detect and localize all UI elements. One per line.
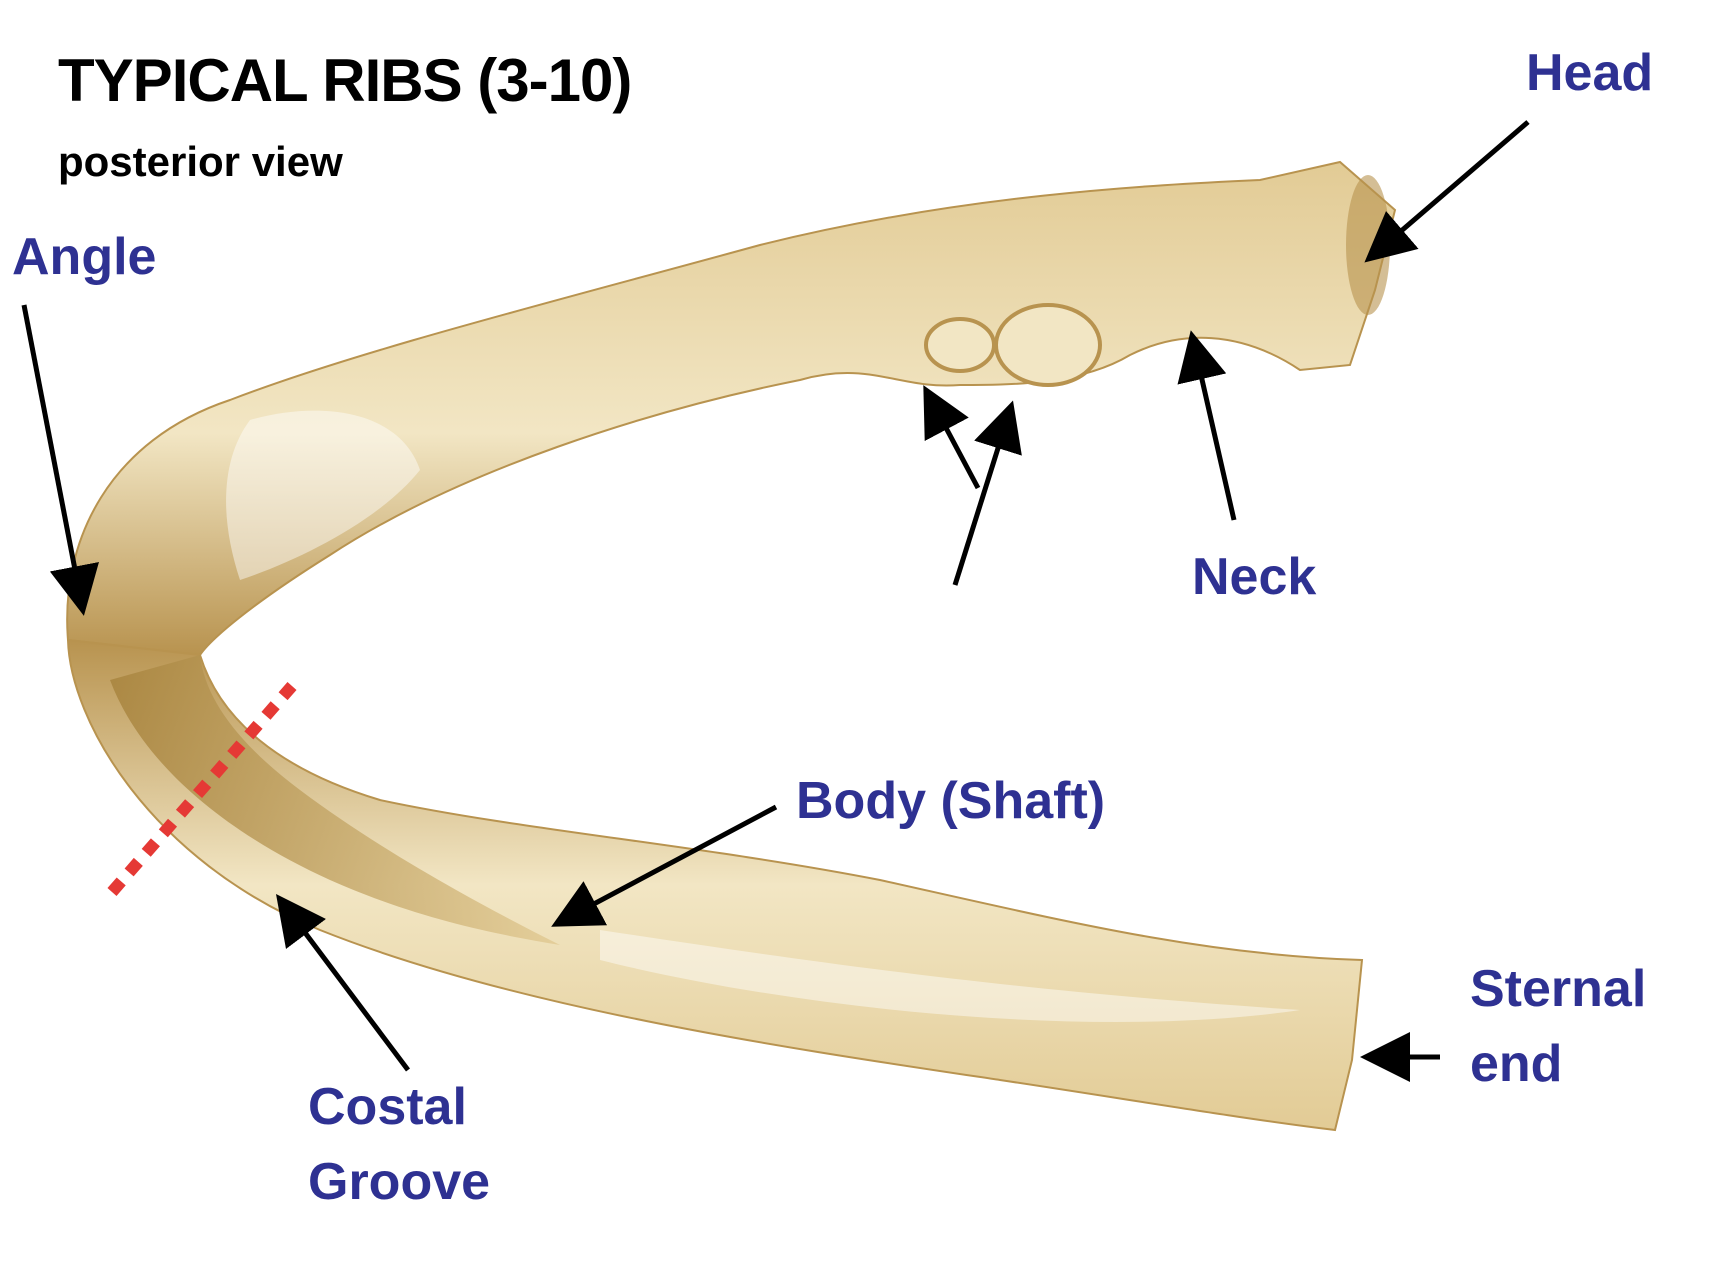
label-costal-line2: Groove [308,1153,491,1212]
head-arrow [1364,120,1530,263]
diagram-title: TYPICAL RIBS (3-10) [58,47,632,114]
label-costal-line1: Costal [308,1078,467,1136]
rib-upper-body [66,160,1397,657]
rib-lower-body [66,638,1364,1132]
neck-arrow [1177,330,1237,521]
label-angle: Angle [12,228,157,286]
label-body-shaft: Body (Shaft) [796,772,1106,830]
tubercle-facet [994,303,1102,387]
bone-highlight [226,410,420,580]
costal-groove-shading [110,655,560,945]
angle-arrow [21,304,99,616]
label-sternal-end: Sternal end [1470,952,1646,1103]
tubercle-arrow-left [923,385,981,490]
bone-highlight [600,930,1300,1022]
label-sternal-line2: end [1470,1035,1563,1094]
cut-line [107,682,297,896]
tubercle-ridge [924,317,996,373]
label-neck: Neck [1192,548,1317,606]
label-costal-groove: Costal Groove [308,1070,490,1221]
body-arrow [551,804,778,927]
diagram-subtitle: posterior view [58,138,343,185]
tubercle-arrow-right [952,400,1022,586]
label-head: Head [1526,44,1654,102]
costal-groove-arrow [276,894,410,1072]
label-sternal-line1: Sternal [1470,960,1647,1018]
